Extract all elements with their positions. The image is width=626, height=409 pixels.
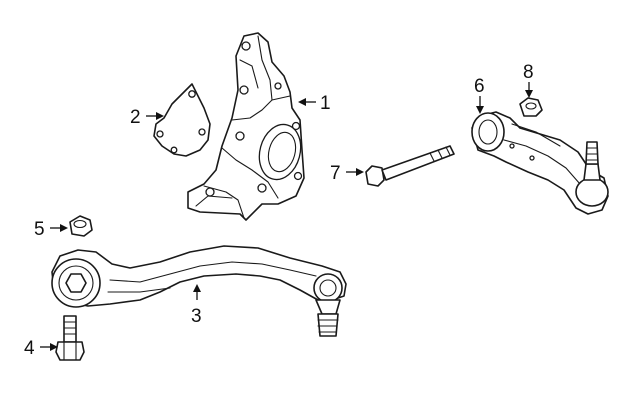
callout-1: 1 <box>298 93 331 114</box>
callout-7-label: 7 <box>330 163 341 184</box>
callout-4: 4 <box>24 338 58 359</box>
lower-control-arm[interactable] <box>51 245 347 337</box>
callout-3-label: 3 <box>191 306 202 327</box>
callout-7: 7 <box>330 163 364 184</box>
callout-8: 8 <box>523 62 534 98</box>
callout-2: 2 <box>130 107 164 128</box>
callout-2-label: 2 <box>130 107 141 128</box>
upper-control-arm[interactable] <box>471 111 609 215</box>
callout-8-label: 8 <box>523 62 534 83</box>
shield-plate[interactable] <box>153 83 211 157</box>
callout-5: 5 <box>34 219 68 240</box>
callout-1-label: 1 <box>320 93 331 114</box>
callout-5-label: 5 <box>34 219 45 240</box>
steering-knuckle[interactable] <box>187 32 307 221</box>
callout-6: 6 <box>474 76 485 114</box>
bolt-lower[interactable] <box>55 315 85 361</box>
callout-6-label: 6 <box>474 76 485 97</box>
callout-4-label: 4 <box>24 338 35 359</box>
nut-upper[interactable] <box>519 97 543 117</box>
callout-3: 3 <box>191 284 202 327</box>
bolt-long[interactable] <box>365 145 455 187</box>
nut-small[interactable] <box>69 215 93 237</box>
